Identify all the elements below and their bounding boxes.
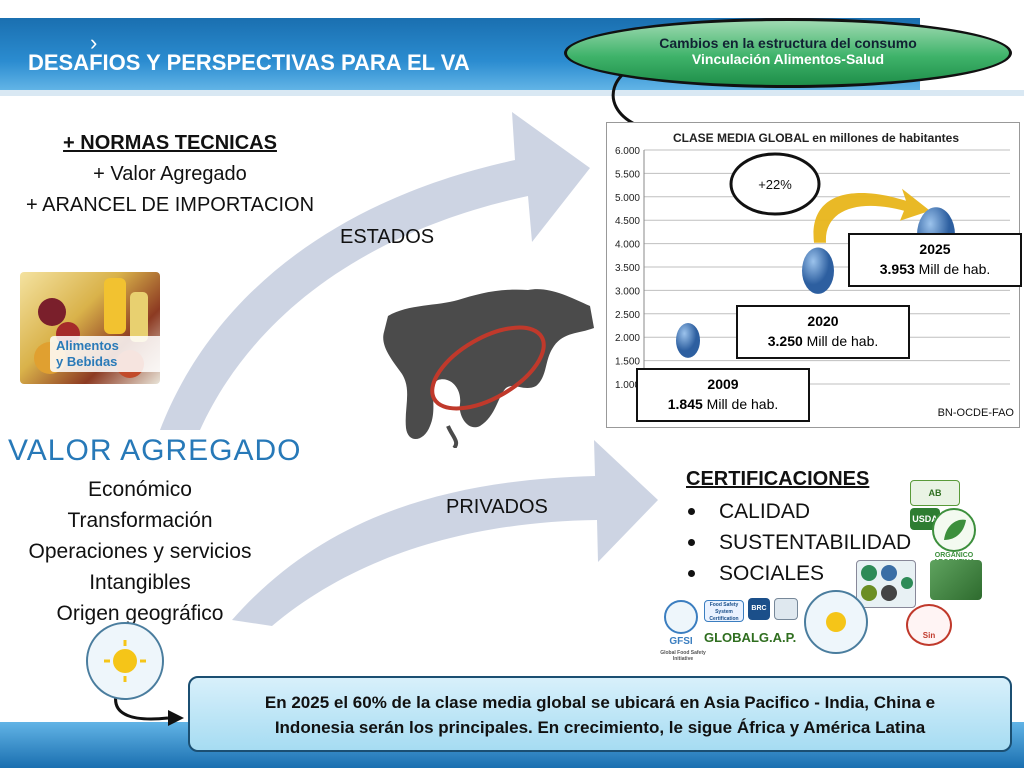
cert-item: SOCIALES bbox=[688, 558, 911, 589]
sustainability-logos bbox=[856, 560, 916, 608]
upper-arrow-shape bbox=[160, 112, 590, 430]
bullet-icon bbox=[688, 539, 695, 546]
growth-label: +22% bbox=[758, 177, 792, 192]
footer-connector-head bbox=[168, 710, 184, 726]
valor-item: Origen geográfico bbox=[56, 602, 224, 625]
fssc-logo: Food Safety System Certification 22000 bbox=[704, 600, 744, 622]
data-label-value: 1.845 Mill de hab. bbox=[638, 394, 808, 414]
cert-item: SUSTENTABILIDAD bbox=[688, 527, 911, 558]
data-label-unit: Mill de hab. bbox=[802, 333, 879, 349]
gfsi-logo bbox=[664, 600, 698, 634]
food-tag-line-1: Alimentos bbox=[56, 338, 119, 353]
organic-argentina-logo bbox=[932, 508, 976, 552]
cert-item-label: SUSTENTABILIDAD bbox=[719, 531, 912, 554]
valor-item: Transformación bbox=[67, 509, 213, 532]
y-tick-label: 4.500 bbox=[615, 216, 640, 227]
footer-line-2: Indonesia serán los principales. En crec… bbox=[274, 718, 926, 737]
data-label-unit: Mill de hab. bbox=[914, 261, 991, 277]
leaf-icon bbox=[944, 519, 966, 540]
normas-list: + NORMAS TECNICAS + Valor Agregado + ARA… bbox=[0, 128, 340, 221]
data-label-unit: Mill de hab. bbox=[702, 396, 779, 412]
data-label-value: 3.250 Mill de hab. bbox=[738, 331, 908, 351]
ab-logo: AB bbox=[910, 480, 960, 506]
chart-title: CLASE MEDIA GLOBAL en millones de habita… bbox=[673, 131, 959, 145]
privados-label: PRIVADOS bbox=[446, 496, 548, 518]
data-label-value: 3.953 Mill de hab. bbox=[850, 259, 1020, 279]
growth-arrow bbox=[813, 188, 930, 243]
y-tick-label: 1.000 bbox=[615, 380, 640, 391]
y-tick-label: 5.500 bbox=[615, 169, 640, 180]
y-tick-label: 2.000 bbox=[615, 333, 640, 344]
product-box-image bbox=[930, 560, 982, 600]
certification-seal bbox=[774, 598, 798, 620]
data-label-year: 2020 bbox=[807, 313, 839, 329]
y-tick-label: 3.000 bbox=[615, 286, 640, 297]
chart-ticks: 6.000 5.500 5.000 4.500 4.000 3.500 3.000 2.500… bbox=[615, 146, 645, 391]
food-and-drinks-tag: Alimentos y Bebidas bbox=[50, 336, 162, 372]
valor-agregado-list: Económico Transformación Operaciones y s… bbox=[0, 474, 280, 629]
data-label-number: 1.845 bbox=[667, 396, 703, 412]
sun-icon bbox=[104, 640, 146, 682]
chart-source: BN-OCDE-FAO bbox=[938, 407, 1015, 419]
valor-item: Económico bbox=[88, 478, 192, 501]
callout-line-1: Cambios en la estructura del consumo bbox=[659, 35, 917, 51]
certificaciones-title: CERTIFICACIONES bbox=[686, 468, 870, 490]
cert-item: CALIDAD bbox=[688, 496, 911, 527]
gfsi-sub-label: Global Food Safety Initiative bbox=[660, 650, 706, 660]
world-map-icon bbox=[383, 289, 594, 448]
data-label-number: 3.250 bbox=[767, 333, 803, 349]
lower-arrow-shape bbox=[232, 440, 658, 626]
y-tick-label: 1.500 bbox=[615, 357, 640, 368]
page-title: DESAFIOS Y PERSPECTIVAS PARA EL VA bbox=[28, 50, 470, 75]
cert-item-label: CALIDAD bbox=[719, 500, 811, 523]
middle-class-chart: CLASE MEDIA GLOBAL en millones de habita… bbox=[615, 131, 1015, 419]
footer-line-1: En 2025 el 60% de la clase media global … bbox=[264, 693, 936, 712]
cert-item-label: SOCIALES bbox=[719, 562, 825, 585]
globalgap-logo: GLOBALG.A.P. bbox=[704, 630, 797, 645]
valor-agregado-title: VALOR AGREGADO bbox=[8, 434, 302, 467]
data-label-year: 2025 bbox=[919, 241, 951, 257]
callout-line-2: Vinculación Alimentos-Salud bbox=[691, 51, 885, 67]
chevron-icon: › bbox=[90, 30, 98, 55]
normas-item: + ARANCEL DE IMPORTACION bbox=[25, 194, 315, 216]
bullet-icon bbox=[688, 508, 695, 515]
data-point-2009 bbox=[676, 323, 700, 358]
sun-icon bbox=[826, 612, 846, 632]
growth-ellipse bbox=[729, 152, 821, 216]
valor-item: Operaciones y servicios bbox=[28, 540, 252, 563]
bullet-icon bbox=[688, 570, 695, 577]
alimentos-argentinos-logo bbox=[86, 622, 164, 700]
header-top-margin bbox=[0, 0, 1024, 18]
footer-message: En 2025 el 60% de la clase media global … bbox=[188, 676, 1012, 752]
y-tick-label: 4.000 bbox=[615, 240, 640, 251]
certificaciones-list: CALIDAD SUSTENTABILIDAD SOCIALES bbox=[688, 496, 911, 589]
y-tick-label: 5.000 bbox=[615, 193, 640, 204]
normas-item: + Valor Agregado bbox=[93, 163, 247, 185]
estados-label: ESTADOS bbox=[340, 226, 435, 248]
data-label-number: 3.953 bbox=[879, 261, 915, 277]
header-strip bbox=[0, 90, 1024, 96]
y-tick-label: 3.500 bbox=[615, 263, 640, 274]
eco-labels-icon bbox=[861, 565, 913, 601]
y-tick-label: 2.500 bbox=[615, 310, 640, 321]
brc-logo: BRC bbox=[748, 598, 770, 620]
data-point-2020 bbox=[802, 247, 834, 294]
data-label-year: 2009 bbox=[707, 376, 739, 392]
gfsi-label: GFSI bbox=[669, 636, 693, 647]
valor-item: Intangibles bbox=[89, 571, 191, 594]
y-tick-label: 6.000 bbox=[615, 146, 640, 157]
sin-tacc-logo: Sin T.A.C.C bbox=[906, 604, 952, 646]
alimentos-argentinos-logo-right bbox=[804, 590, 868, 654]
food-tag-line-2: y Bebidas bbox=[56, 354, 118, 369]
normas-item: + NORMAS TECNICAS bbox=[63, 132, 277, 154]
consumption-callout: Cambios en la estructura del consumo Vin… bbox=[564, 18, 1012, 88]
